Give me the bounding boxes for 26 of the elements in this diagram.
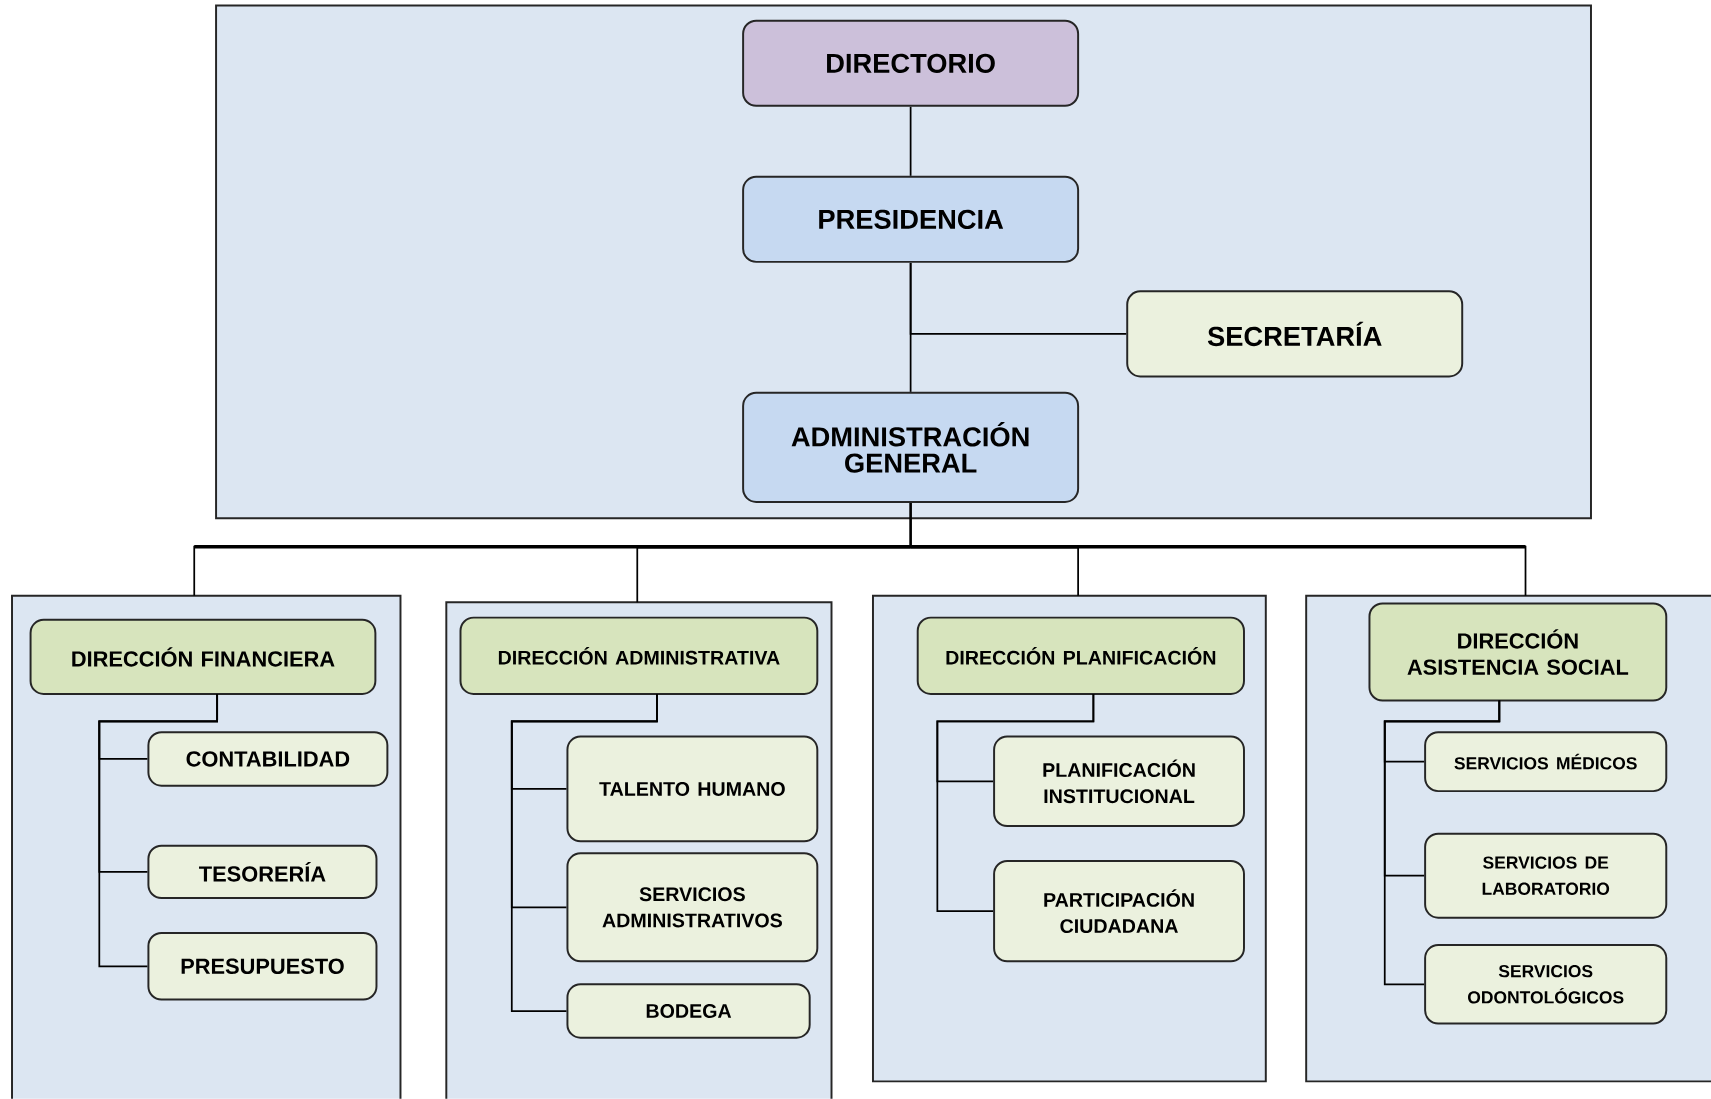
org-box: SERVICIOS MÉDICOS bbox=[1424, 731, 1668, 793]
org-box: CONTABILIDAD bbox=[147, 731, 389, 787]
org-box: ADMINISTRACIÓN GENERAL bbox=[742, 391, 1080, 503]
connector-line bbox=[936, 693, 1095, 913]
org-box: PARTICIPACIÓN CIUDADANA bbox=[993, 860, 1245, 963]
org-box: DIRECCIÓN ASISTENCIA SOCIAL bbox=[1368, 602, 1668, 702]
connector-line bbox=[909, 502, 1527, 597]
connector-line bbox=[1383, 699, 1501, 986]
org-box: DIRECCIÓN ADMINISTRATIVA bbox=[459, 616, 819, 696]
org-box: DIRECTORIO bbox=[742, 19, 1080, 107]
connector-line bbox=[98, 693, 219, 968]
org-box: PRESIDENCIA bbox=[742, 175, 1080, 263]
org-box: TESORERÍA bbox=[147, 844, 378, 900]
org-box: TALENTO HUMANO bbox=[566, 735, 819, 843]
org-box: SECRETARÍA bbox=[1126, 290, 1464, 378]
org-box: SERVICIOS DE LABORATORIO bbox=[1424, 832, 1668, 919]
org-box: PLANIFICACIÓN INSTITUCIONAL bbox=[993, 735, 1245, 828]
connector-line bbox=[510, 693, 658, 1012]
org-box: SERVICIOS ADMINISTRATIVOS bbox=[566, 852, 819, 963]
org-box: BODEGA bbox=[566, 983, 811, 1039]
org-box: DIRECCIÓN PLANIFICACIÓN bbox=[916, 616, 1245, 696]
org-box: PRESUPUESTO bbox=[147, 932, 378, 1001]
connector-line bbox=[909, 262, 1128, 335]
org-box: DIRECCIÓN FINANCIERA bbox=[29, 618, 377, 696]
org-box: SERVICIOS ODONTOLÓGICOS bbox=[1424, 944, 1668, 1025]
connector-line bbox=[909, 106, 912, 177]
